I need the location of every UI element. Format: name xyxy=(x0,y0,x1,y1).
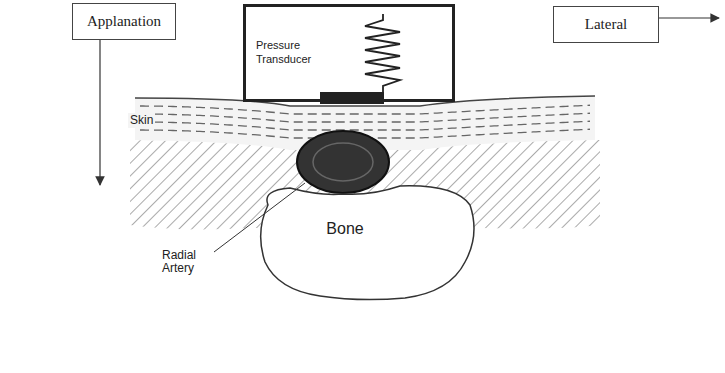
node-text: Applanation xyxy=(87,12,161,31)
radial-artery xyxy=(297,131,389,193)
leader-line xyxy=(214,183,305,252)
node-text: Pressure Transducer xyxy=(256,39,340,67)
motion-box: Applanation xyxy=(72,3,176,40)
motion-arrow xyxy=(99,40,100,185)
sensor-block xyxy=(320,92,384,104)
part-label: Radial Artery xyxy=(160,248,216,276)
layer-label: Skin xyxy=(128,113,155,128)
spring-symbol xyxy=(365,14,400,93)
node-text: Bone xyxy=(326,219,363,239)
skin-texture xyxy=(140,105,590,138)
bone-region: Bone xyxy=(300,212,390,246)
motion-arrow xyxy=(659,17,719,18)
node-text: Lateral xyxy=(585,15,627,34)
artery-lumen xyxy=(313,143,373,181)
skin-dash xyxy=(140,113,590,122)
bone-outline xyxy=(261,186,474,300)
skin-dash xyxy=(140,121,590,130)
transducer-box: Pressure Transducer xyxy=(243,4,455,102)
motion-box: Lateral xyxy=(553,6,659,43)
